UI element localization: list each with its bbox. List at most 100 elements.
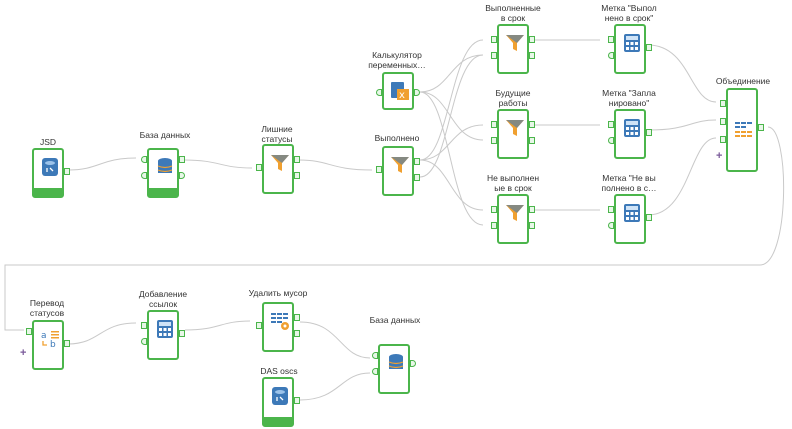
node-label: JSD (39, 137, 57, 147)
output-port[interactable] (64, 340, 70, 347)
node-label: Выполненные в срок (485, 3, 541, 23)
input-port[interactable] (141, 172, 147, 179)
filter-icon (506, 205, 524, 221)
wire (67, 322, 137, 345)
output-port[interactable] (179, 330, 185, 337)
add-port-icon[interactable]: + (20, 347, 27, 359)
wire (67, 157, 137, 171)
input-port[interactable] (491, 52, 497, 59)
input-port[interactable] (608, 206, 614, 213)
node-label: Удалить мусор (248, 288, 308, 298)
input-port[interactable] (141, 156, 147, 163)
input-port[interactable] (608, 137, 614, 144)
calculator-icon (624, 204, 640, 222)
wire (299, 372, 371, 401)
input-port[interactable] (491, 206, 497, 213)
node-label: Перевод статусов (29, 298, 65, 318)
node-footer (149, 188, 177, 196)
node-label: Метка "Запла нировано" (602, 88, 656, 108)
svg-text:x: x (399, 90, 405, 101)
output-port[interactable] (529, 36, 535, 43)
input-port[interactable] (141, 322, 147, 329)
input-port[interactable] (720, 118, 726, 125)
wire (419, 54, 484, 93)
database-icon (388, 354, 404, 369)
filter-icon (506, 35, 524, 51)
wire (419, 159, 484, 211)
node-label: Метка "Не вы полнено в с… (601, 173, 657, 193)
input-port[interactable] (256, 322, 262, 329)
output-port[interactable] (529, 206, 535, 213)
input-port[interactable] (141, 338, 147, 345)
node-label: Метка "Выпол нено в срок" (601, 3, 657, 23)
calculator-icon (624, 34, 640, 52)
output-port[interactable] (646, 129, 652, 136)
output-port[interactable] (529, 52, 535, 59)
input-port[interactable] (720, 100, 726, 107)
input-port[interactable] (608, 36, 614, 43)
output-port[interactable] (529, 121, 535, 128)
output-port[interactable] (64, 168, 70, 175)
filter-icon (271, 155, 289, 171)
calculator-icon (624, 119, 640, 137)
calculator-icon (157, 320, 173, 338)
output-port[interactable] (179, 172, 185, 179)
node-label: Лишние статусы (261, 124, 293, 144)
input-port[interactable] (26, 328, 32, 335)
output-port[interactable] (294, 172, 300, 179)
node-label: База данных (369, 315, 421, 325)
replace-icon: ab (41, 331, 59, 349)
input-port[interactable] (376, 89, 382, 96)
wire (419, 39, 484, 161)
output-port[interactable] (758, 124, 764, 131)
output-port[interactable] (179, 156, 185, 163)
wire (183, 159, 253, 169)
input-port[interactable] (256, 164, 262, 171)
node-label: DAS oscs (260, 366, 298, 376)
wire (419, 91, 484, 226)
node-label: Будущие работы (495, 88, 531, 108)
output-port[interactable] (294, 314, 300, 321)
input-port[interactable] (491, 121, 497, 128)
wire (647, 137, 717, 216)
filter-icon (506, 120, 524, 136)
output-port[interactable] (414, 174, 420, 181)
wire (647, 119, 717, 131)
wire (184, 320, 251, 331)
input-port[interactable] (608, 222, 614, 229)
input-port[interactable] (376, 166, 382, 173)
output-port[interactable] (414, 89, 420, 96)
input-port[interactable] (608, 52, 614, 59)
filter-icon (391, 157, 409, 173)
input-port[interactable] (491, 222, 497, 229)
output-port[interactable] (646, 44, 652, 51)
output-port[interactable] (294, 156, 300, 163)
input-port[interactable] (720, 136, 726, 143)
wire (4, 126, 785, 331)
node-footer (34, 188, 62, 196)
input-port[interactable] (491, 137, 497, 144)
node-label: Не выполнен ые в срок (486, 173, 540, 193)
input-port[interactable] (608, 121, 614, 128)
input-port[interactable] (372, 368, 378, 375)
output-port[interactable] (294, 330, 300, 337)
node-label: Выполнено (374, 133, 420, 143)
column-settings-icon (271, 313, 289, 330)
output-port[interactable] (529, 137, 535, 144)
output-port[interactable] (646, 214, 652, 221)
input-port[interactable] (372, 352, 378, 359)
database-icon (157, 158, 173, 173)
input-port[interactable] (491, 36, 497, 43)
svg-text:a: a (41, 331, 47, 341)
calculator-x-icon: x (391, 82, 409, 101)
wire (647, 44, 717, 103)
add-port-icon[interactable]: + (716, 150, 723, 162)
output-port[interactable] (294, 397, 300, 404)
svg-text:b: b (50, 340, 56, 349)
output-port[interactable] (529, 222, 535, 229)
database-source-icon (42, 158, 58, 176)
output-port[interactable] (414, 158, 420, 165)
output-port[interactable] (410, 360, 416, 367)
